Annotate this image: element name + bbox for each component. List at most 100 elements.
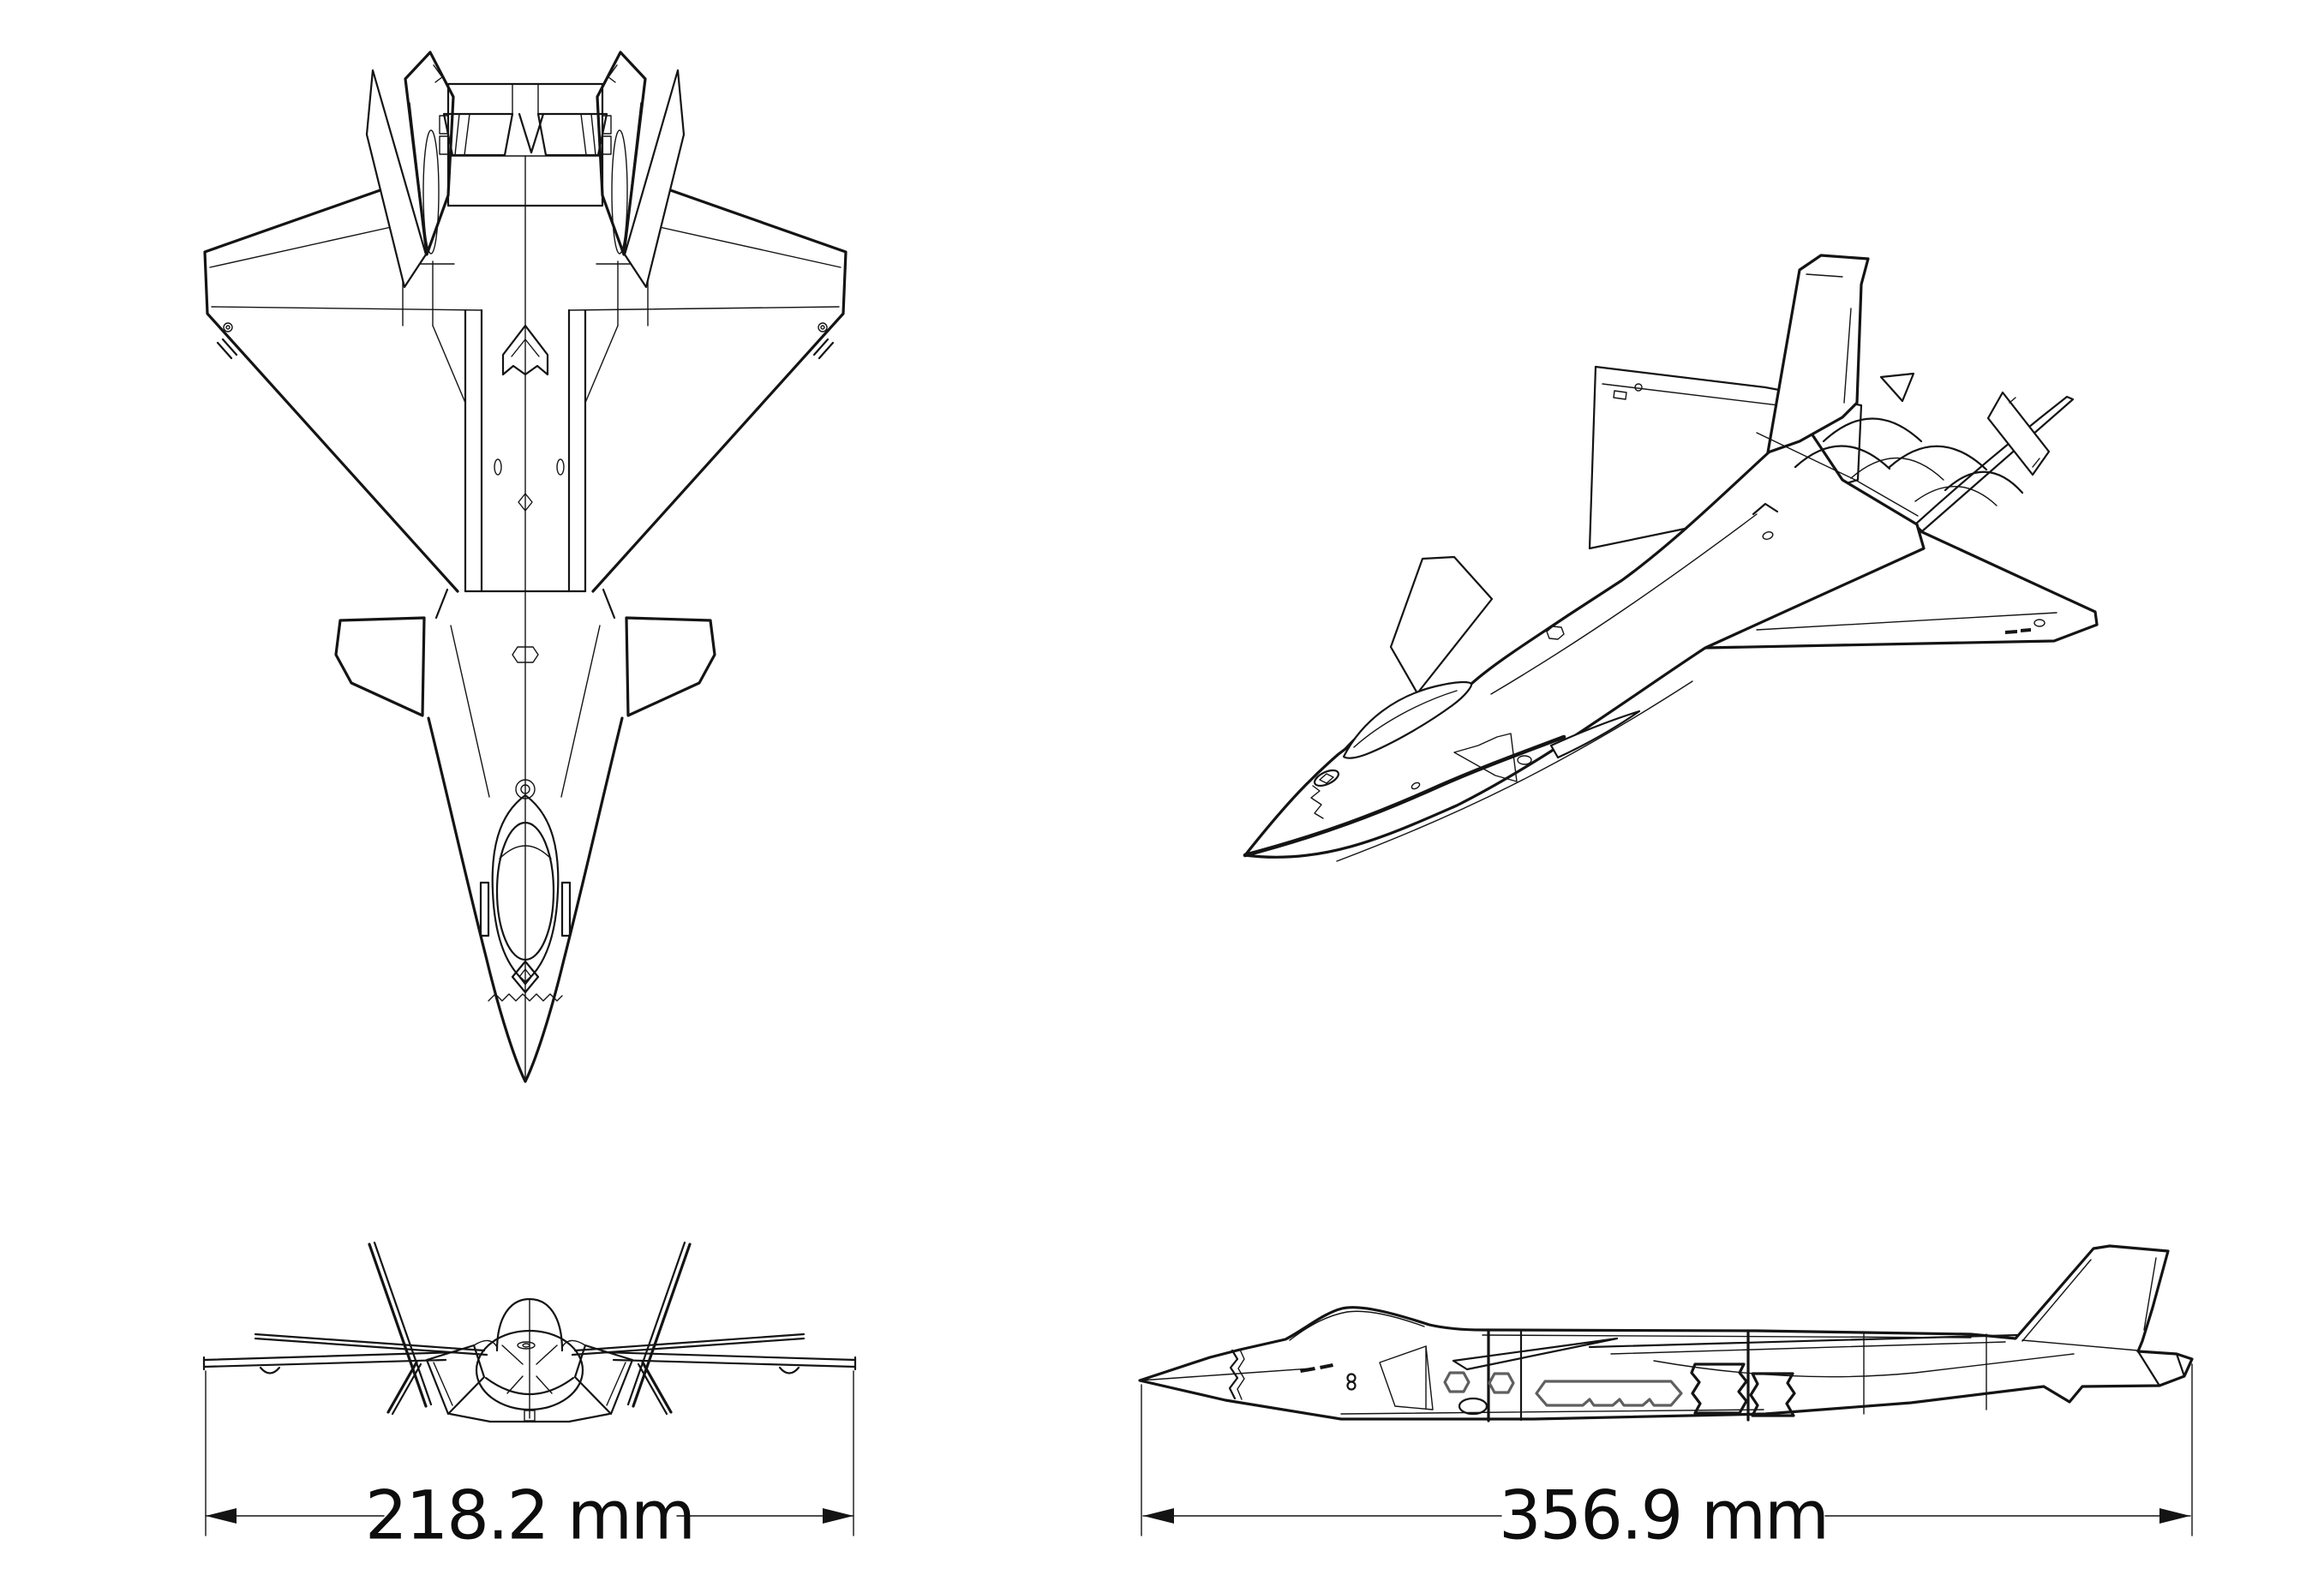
canard	[334, 616, 426, 717]
nozzle-v-notch	[518, 112, 545, 154]
rudder-line	[2143, 1257, 2157, 1331]
side-length-label: 356.9 mm	[1499, 1478, 1828, 1555]
outer-strake	[365, 69, 428, 289]
nose-chine	[1139, 1368, 1312, 1381]
deck-edge	[1756, 432, 1919, 517]
zigzag-panel-2	[1749, 1372, 1796, 1417]
intake-outline	[1379, 1345, 1434, 1410]
deck-oval	[1762, 531, 1774, 540]
nozzle-trapezoid	[442, 112, 514, 157]
belly-panel-line	[1336, 680, 1693, 862]
canted-fin	[368, 1243, 428, 1408]
underwing-pod	[259, 1366, 281, 1374]
top-view-centerline-group	[446, 82, 604, 1082]
wing-lower	[202, 1358, 447, 1368]
port-fin-lines	[1806, 273, 1852, 404]
canopy-base-detail	[517, 1341, 536, 1350]
spine-diamond	[518, 493, 533, 512]
oval-spokes	[501, 1344, 558, 1394]
iso-spine-hexagon	[1546, 626, 1565, 640]
port-wing-dot	[1634, 383, 1643, 392]
cheek-inner	[433, 1362, 453, 1406]
engine-hump-inner	[1850, 457, 1998, 506]
front-view-drawing	[202, 1241, 857, 1423]
radome-curves	[500, 1010, 551, 1079]
intake-oval	[1517, 755, 1532, 765]
sensor-diamond-inner	[518, 968, 532, 985]
canard-lower	[254, 1337, 488, 1356]
side-view-drawing	[1138, 1244, 2194, 1422]
front-width-label: 218.2 mm	[365, 1478, 694, 1555]
radome-zigzag	[488, 993, 563, 1002]
nozzle-slats	[454, 113, 470, 156]
engine-hump	[1822, 417, 1923, 443]
front-view-left-half	[202, 1241, 498, 1416]
fin-inner-line	[409, 102, 427, 245]
hud-detail-inner	[520, 784, 530, 794]
nozzle-lines	[2136, 1350, 2186, 1387]
wing-line-2	[1610, 1341, 2006, 1355]
wing-fastener	[223, 322, 233, 332]
isometric-view-drawing	[1243, 254, 2099, 862]
shoulder-arc	[473, 1339, 498, 1348]
belly-parallel	[1340, 1409, 1764, 1415]
zigzag-panel-1	[1690, 1362, 1748, 1415]
front-view-center-group	[448, 1297, 611, 1423]
canopy-base-detail-inner	[522, 1343, 530, 1348]
canopy-lens-inner	[1353, 690, 1458, 748]
side-length-dimension: 356.9 mm	[1141, 1363, 2193, 1555]
windscreen-frame	[491, 794, 560, 984]
far-fin	[1879, 372, 1915, 403]
canted-fin-2	[373, 1241, 433, 1406]
starboard-canard	[1549, 710, 1641, 759]
canopy	[495, 821, 555, 961]
top-view-right-half	[524, 51, 848, 1083]
fuselage-side	[464, 308, 483, 593]
marking-8-bottom	[1346, 1380, 1357, 1391]
spine-chevron	[501, 324, 549, 376]
canard-upper	[254, 1332, 486, 1352]
tail-inner-line	[2022, 1259, 2092, 1342]
front-width-dimension: 218.2 mm	[205, 1370, 854, 1555]
spine-vent	[556, 458, 565, 476]
engine-hump	[1944, 470, 2024, 494]
belly-oval	[1458, 1397, 1488, 1416]
kite-steps	[2009, 397, 2040, 468]
intake-edge	[434, 588, 449, 620]
wing-fastener-inner	[225, 325, 231, 330]
canopy-bow	[499, 845, 552, 859]
ventral-strake	[386, 1361, 418, 1414]
canopy-lens	[1342, 680, 1473, 759]
nose-gear	[524, 1410, 536, 1422]
canard-blade	[1452, 1337, 1619, 1371]
boom-taper	[432, 325, 466, 404]
arrowhead-left	[1143, 1508, 1174, 1524]
spine-hexagon	[512, 646, 539, 663]
chin-line	[448, 1412, 611, 1423]
spine-chevron-inner	[511, 338, 540, 357]
chine-oval	[1411, 782, 1421, 790]
far-wing-arc	[1653, 1353, 2075, 1378]
hex-panel-1	[1443, 1371, 1470, 1393]
ventral-strake-2	[391, 1362, 422, 1416]
wing-upper	[202, 1350, 458, 1362]
engine-hump	[1888, 445, 1988, 471]
flap-line	[209, 224, 404, 268]
nacelle-arc	[422, 129, 440, 255]
engine-hump	[1794, 445, 1891, 470]
hinge-tick	[216, 338, 238, 360]
wing-outline	[203, 180, 459, 593]
intake-cheek	[425, 1344, 486, 1416]
front-view-right-half	[560, 1241, 857, 1416]
wing-corner-ellipse	[2034, 619, 2045, 627]
top-view-left-half	[203, 51, 527, 1083]
iso-radome-zigzag	[1310, 785, 1324, 819]
canopy-inner	[1289, 1310, 1425, 1341]
marking-8-top	[1346, 1373, 1357, 1383]
wing-shoulder-line	[211, 306, 482, 311]
hud-detail	[515, 779, 536, 799]
starboard-wing-flap	[1756, 612, 2057, 631]
wing-corner-dashes	[2005, 628, 2031, 634]
